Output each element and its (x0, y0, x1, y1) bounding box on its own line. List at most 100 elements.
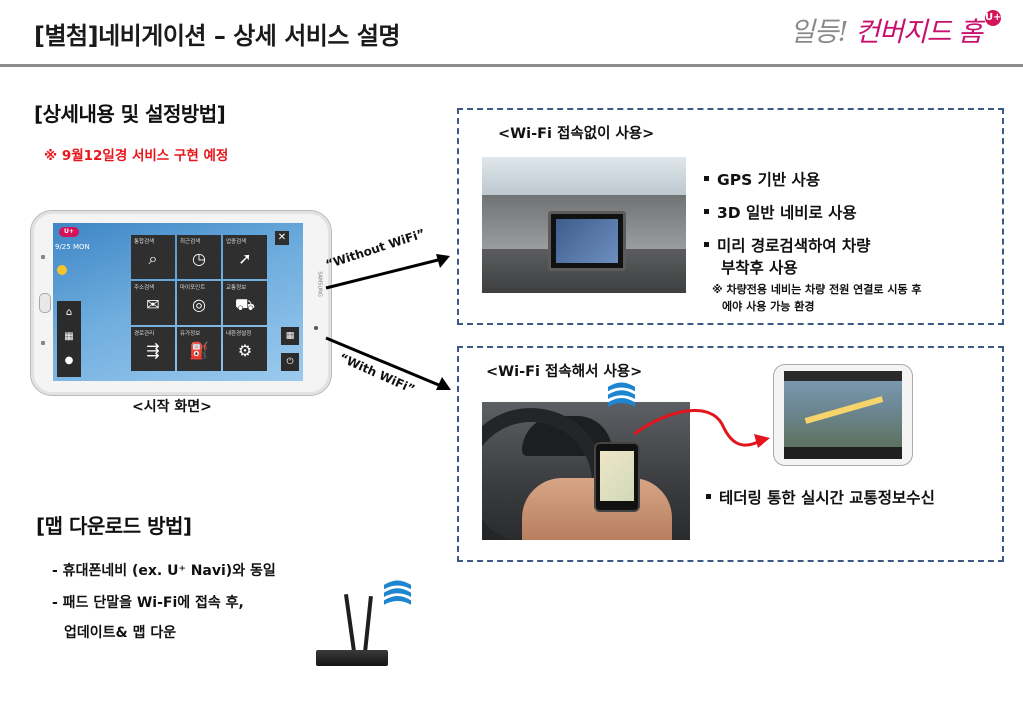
box-without-wifi-title: <Wi-Fi 접속없이 사용> (498, 126, 655, 142)
vehicle-note-line2: 에야 사용 가능 환경 (722, 300, 815, 313)
arrow-with-wifi (325, 336, 447, 390)
tile-integrated-search[interactable]: 통합검색 ⌕ (131, 235, 175, 279)
weather-sun-icon (57, 265, 67, 275)
photo-car-screen-display (556, 219, 618, 263)
settings-heading: [상세내용 및 설정방법] (34, 102, 226, 126)
home-icon[interactable]: ⌂ (65, 307, 73, 318)
bullet-marker (704, 242, 709, 247)
target-icon: ◎ (192, 295, 206, 314)
tile-fuel-price[interactable]: 유가정보 ⛽ (177, 327, 221, 371)
close-icon[interactable]: ✕ (275, 231, 289, 245)
screen-right-bar: ▦ ⏻ (281, 327, 299, 379)
tile-category-search[interactable]: 업종검색 ➚ (223, 235, 267, 279)
tile-label: 주소검색 (134, 285, 155, 291)
router-antenna (363, 595, 373, 653)
gear-icon: ⚙ (237, 341, 253, 360)
brand-logo-main: 일등! (790, 17, 849, 48)
navigation-map-screen (784, 371, 902, 459)
tablet-sensor (41, 341, 45, 345)
tile-label: 유가정보 (180, 331, 201, 337)
search-icon: ⌕ (148, 249, 158, 268)
power-icon[interactable]: ⏻ (281, 353, 299, 371)
wifi-router-image (316, 594, 388, 668)
location-icon[interactable]: ● (64, 355, 74, 366)
tile-label: 내환경설정 (226, 331, 252, 337)
route-icon: ⇶ (146, 341, 160, 360)
car-dashboard-photo (482, 157, 686, 293)
bullet-marker (706, 494, 711, 499)
header-divider (0, 64, 1023, 67)
tile-route-manage[interactable]: 경로관리 ⇶ (131, 327, 175, 371)
arrow-head-without-wifi (436, 254, 450, 268)
phone-in-car-photo (482, 402, 690, 540)
photo-smartphone (594, 442, 640, 512)
bullet-text: 미리 경로검색하여 차량 (717, 237, 871, 255)
tile-label: 교통정보 (226, 285, 247, 291)
menu-tile-grid: 통합검색 ⌕ 최근검색 ◷ 업종검색 ➚ 주소검색 ✉ 마이포인트 ◎ 교통정보 ⛟ 경로관… (131, 235, 267, 371)
nav-bottom-bar (784, 447, 902, 459)
page-title: [별첨]네비게이션 – 상세 서비스 설명 (34, 22, 400, 50)
router-body (316, 650, 388, 666)
tile-label: 마이포인트 (180, 285, 206, 291)
bullet-marker (704, 176, 709, 181)
tile-label: 업종검색 (226, 239, 247, 245)
brand-logo-sub: 컨버지드 홈 (855, 17, 983, 48)
bullet-text: GPS 기반 사용 (717, 171, 821, 189)
tablet-home-button (39, 293, 51, 313)
box-with-wifi-title: <Wi-Fi 접속해서 사용> (486, 364, 643, 380)
tile-traffic-info[interactable]: 교통정보 ⛟ (223, 281, 267, 325)
tile-recent-search[interactable]: 최근검색 ◷ (177, 235, 221, 279)
envelope-icon: ✉ (146, 295, 160, 314)
flow-arrows (325, 254, 451, 390)
tablet-sensor (41, 255, 45, 259)
grid-icon[interactable]: ▦ (281, 327, 299, 345)
brand-logo: 일등! 컨버지드 홈 (790, 10, 983, 49)
tablet-device: SAMSUNG U+ 9/25 MON ✕ ⌂ ▦ ● 통합검색⌕ 최근검색◷ … (30, 210, 332, 396)
arrow-icon: ➚ (238, 249, 252, 268)
tablet-screen: U+ 9/25 MON ✕ ⌂ ▦ ● 통합검색 ⌕ 최근검색 ◷ 업종검색 ➚ 주소… (53, 223, 303, 381)
tablet-camera (314, 326, 318, 330)
car-icon: ⛟ (234, 295, 256, 314)
clock-icon: ◷ (192, 249, 206, 268)
screen-date: 9/25 MON (55, 243, 90, 251)
arrow-head-with-wifi (436, 377, 451, 390)
nav-route-road (804, 396, 884, 424)
bullet-gps: GPS 기반 사용 (704, 168, 820, 190)
box-without-wifi (457, 108, 1004, 325)
fuel-icon: ⛽ (189, 341, 209, 360)
building-icon[interactable]: ▦ (64, 331, 74, 342)
tile-settings[interactable]: 내환경설정 ⚙ (223, 327, 267, 371)
map-download-line1: - 휴대폰네비 (ex. U⁺ Navi)와 동일 (52, 563, 276, 579)
tile-label: 최근검색 (180, 239, 201, 245)
bullet-route-search: 미리 경로검색하여 차량 (704, 234, 870, 256)
bullet-tethering: 테더링 통한 실시간 교통정보수신 (706, 486, 935, 508)
tile-label: 통합검색 (134, 239, 155, 245)
map-download-line3: 업데이트& 맵 다운 (64, 625, 177, 641)
tile-address-search[interactable]: 주소검색 ✉ (131, 281, 175, 325)
router-antenna (343, 594, 357, 652)
arrow-without-wifi (325, 256, 447, 290)
tablet-caption: <시작 화면> (132, 399, 212, 415)
map-download-line2: - 패드 단말을 Wi-Fi에 접속 후, (52, 595, 244, 611)
bullet-3d-navi: 3D 일반 네비로 사용 (704, 201, 857, 223)
screen-left-bar: ⌂ ▦ ● (57, 301, 81, 377)
bullet-route-search-cont: 부착후 사용 (721, 259, 798, 277)
bullet-marker (704, 209, 709, 214)
map-download-heading: [맵 다운로드 방법] (36, 514, 192, 538)
uplus-logo: U+ (59, 227, 79, 237)
nav-top-bar (784, 371, 902, 381)
bullet-text: 테더링 통한 실시간 교통정보수신 (719, 489, 935, 507)
photo-car-screen (548, 211, 626, 271)
red-tethering-arrow (633, 409, 770, 448)
brand-badge: U+ (985, 10, 1002, 26)
wifi-signal-icon: ))) (380, 583, 416, 608)
box-with-wifi (457, 346, 1004, 562)
photo-phone-map (600, 451, 634, 501)
vehicle-note-line1: ※ 차량전용 네비는 차량 전원 연결로 시동 후 (712, 283, 922, 296)
tile-label: 경로관리 (134, 331, 155, 337)
navigation-tablet (773, 364, 913, 466)
photo-sky (482, 157, 686, 201)
tile-my-point[interactable]: 마이포인트 ◎ (177, 281, 221, 325)
service-notice: ※ 9월12일경 서비스 구현 예정 (44, 148, 229, 164)
bullet-text: 3D 일반 네비로 사용 (717, 204, 857, 222)
